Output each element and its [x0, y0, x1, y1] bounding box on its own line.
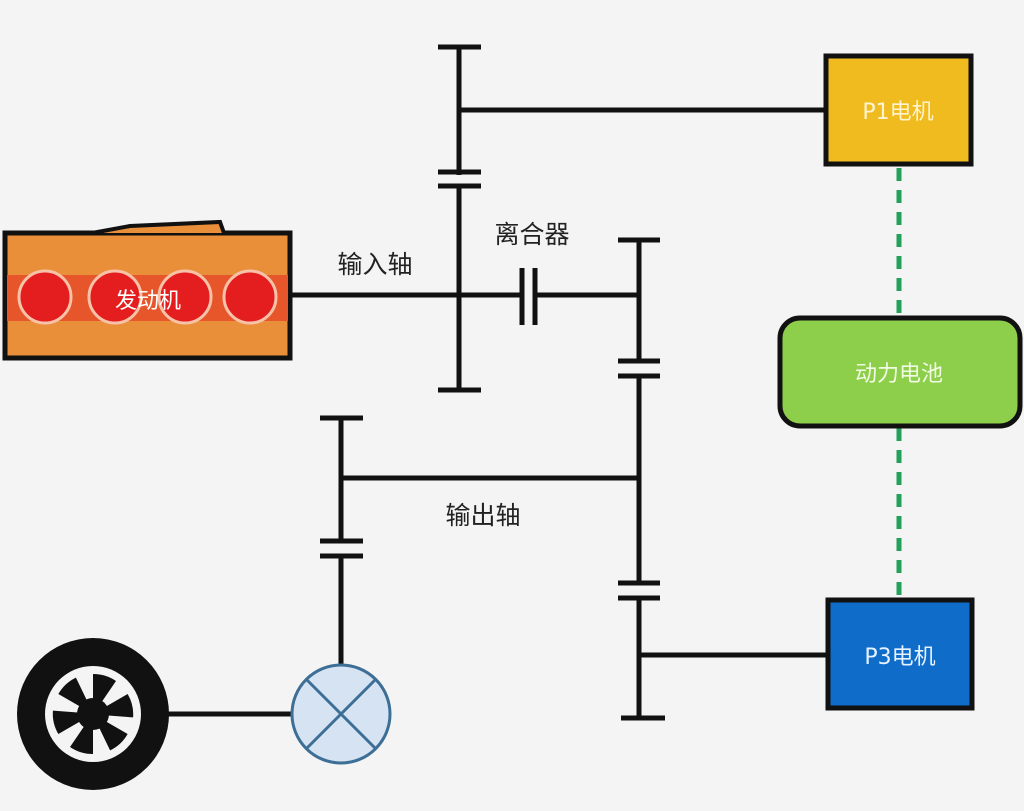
- clutch-icon: [519, 268, 538, 325]
- engine-cylinder: [87, 269, 143, 325]
- differential-icon: [290, 663, 392, 765]
- engine-cylinder: [222, 269, 278, 325]
- engine-cylinder: [17, 269, 73, 325]
- engine-label: 发动机: [115, 289, 181, 314]
- output-shaft-label: 输出轴: [445, 501, 520, 530]
- p1-motor-box: [823, 53, 974, 167]
- gear-p1-input: [438, 44, 481, 393]
- p1-motor-label: P1电机: [862, 100, 933, 125]
- battery-label: 动力电池: [855, 362, 943, 387]
- battery-box: [777, 315, 1023, 429]
- p3-motor-box: [825, 597, 975, 711]
- input-shaft-label: 输入轴: [337, 250, 412, 279]
- engine-cylinder: [157, 269, 213, 325]
- wheel-icon: [17, 638, 169, 790]
- p3-motor-label: P3电机: [864, 645, 935, 670]
- clutch-label: 离合器: [494, 220, 569, 249]
- gear-column-left: [320, 415, 363, 668]
- engine-block: [2, 219, 293, 361]
